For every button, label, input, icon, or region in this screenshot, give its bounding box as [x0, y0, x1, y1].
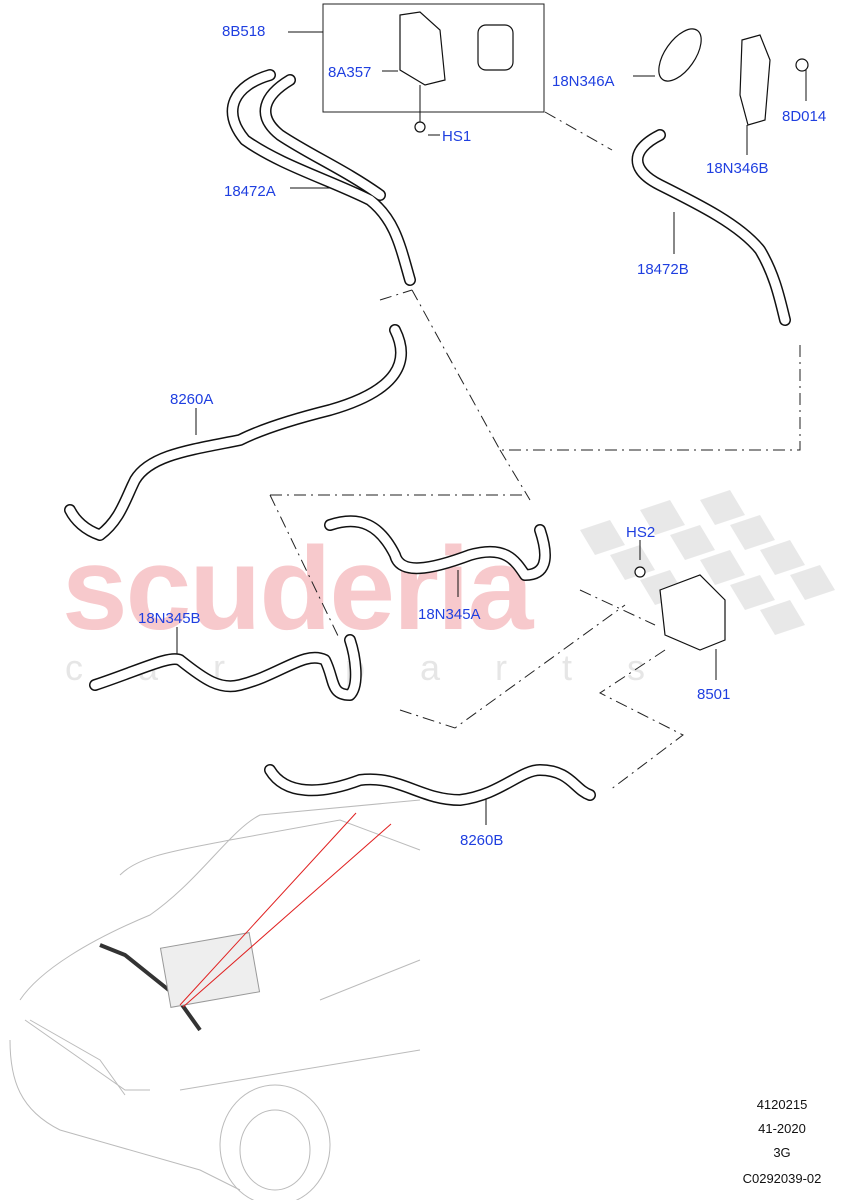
callout-8260B[interactable]: 8260B [460, 832, 504, 849]
callout-8B518[interactable]: 8B518 [222, 23, 266, 40]
callout-18472B[interactable]: 18472B [637, 261, 689, 278]
reference-code-2: 41-2020 [758, 1121, 806, 1136]
cover-18N346B [739, 34, 771, 126]
callout-HS1[interactable]: HS1 [442, 128, 472, 145]
vehicle-hvac [159, 932, 261, 1008]
red-locator-lines [179, 812, 392, 1008]
reservoir [477, 24, 514, 71]
callout-8501[interactable]: 8501 [697, 686, 731, 703]
callout-18N346B[interactable]: 18N346B [706, 160, 769, 177]
reference-code-4: C0292039-02 [742, 1171, 822, 1186]
callout-8D014[interactable]: 8D014 [782, 108, 827, 125]
callout-18N346A[interactable]: 18N346A [552, 73, 615, 90]
reference-code-3: 3G [773, 1145, 791, 1160]
bolt-HS2 [634, 566, 646, 578]
components [399, 11, 809, 651]
callout-18472A[interactable]: 18472A [224, 183, 276, 200]
leader-lines [176, 31, 807, 825]
callout-8A357[interactable]: 8A357 [328, 64, 372, 81]
bolt-HS1 [414, 121, 426, 133]
hose-outlines [64, 69, 791, 806]
callout-HS2[interactable]: HS2 [626, 524, 656, 541]
bracket-8A357 [399, 11, 446, 86]
assembly-box [322, 3, 545, 113]
cover-18N346A [658, 28, 702, 82]
callout-18N345A[interactable]: 18N345A [418, 606, 481, 623]
reference-code-1: 4120215 [756, 1097, 808, 1112]
clip-8D014 [795, 58, 809, 72]
watermark-brand: scuderia [62, 523, 533, 655]
connection-lines [269, 111, 801, 791]
callout-8260A[interactable]: 8260A [170, 391, 214, 408]
hose-fills [65, 70, 790, 805]
callout-18N345B[interactable]: 18N345B [138, 610, 201, 627]
pump-8501 [659, 574, 726, 651]
vehicle-outline [9, 799, 421, 1200]
